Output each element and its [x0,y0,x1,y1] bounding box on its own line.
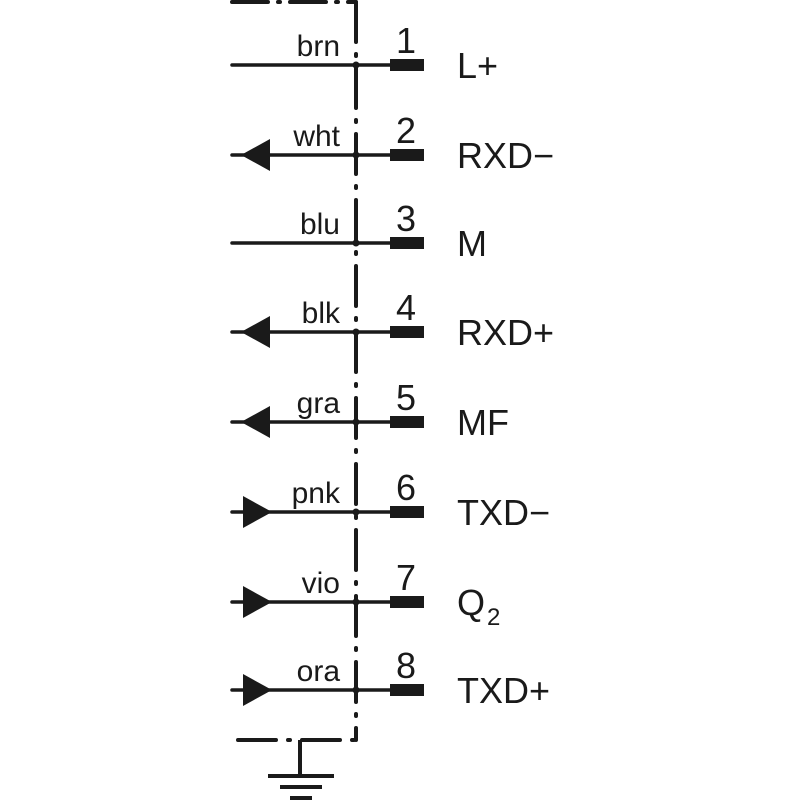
signal-name-text: RXD+ [457,312,554,353]
signal-name: RXD− [457,135,554,176]
pin-contact [390,506,424,518]
pin-number: 4 [396,287,416,328]
junction-dot [352,61,360,69]
signal-name: Q2 [457,582,500,631]
arrow-left-icon [241,406,270,438]
signal-name-text: MF [457,402,509,443]
pin-row-3: blu 3M [230,198,487,264]
signal-name-text: L+ [457,45,498,86]
junction-dot [352,151,360,159]
junction-dot [352,508,360,516]
pin-row-1: brn 1L+ [230,20,498,86]
pin-contact [390,326,424,338]
wire-color-label: wht [292,120,340,153]
pin-number: 7 [396,557,416,598]
wire-color-label: blk [302,297,341,330]
pin-contact [390,416,424,428]
signal-name: TXD+ [457,670,550,711]
wire-color-label: vio [302,567,340,600]
signal-subscript: 2 [487,604,500,631]
junction-dot [352,418,360,426]
ground-icon [268,740,334,800]
pin-contact [390,59,424,71]
wire-color-label: blu [300,208,340,241]
signal-name: L+ [457,45,498,86]
pin-contact [390,237,424,249]
wire-color-label: pnk [292,477,341,510]
wire-color-label: ora [297,655,341,688]
arrow-right-icon [243,674,272,706]
shield-boundary [230,0,358,742]
arrow-right-icon [243,586,272,618]
pin-number: 3 [396,198,416,239]
signal-name-text: Q [457,582,485,623]
arrow-right-icon [243,496,272,528]
pin-number: 5 [396,377,416,418]
pin-number: 1 [396,20,416,61]
pin-contact [390,596,424,608]
junction-dot [352,686,360,694]
pin-contact [390,149,424,161]
signal-name-text: TXD+ [457,670,550,711]
pin-number: 2 [396,110,416,151]
signal-name: MF [457,402,509,443]
pin-number: 6 [396,467,416,508]
signal-name-text: M [457,223,487,264]
junction-dot [352,328,360,336]
signal-name: TXD− [457,492,550,533]
signal-name-text: RXD− [457,135,554,176]
wire-color-label: gra [297,387,341,420]
pin-contact [390,684,424,696]
signal-name: RXD+ [457,312,554,353]
wire-color-label: brn [297,30,340,63]
pin-number: 8 [396,645,416,686]
signal-name: M [457,223,487,264]
junction-dot [352,598,360,606]
arrow-left-icon [241,316,270,348]
junction-dot [352,239,360,247]
arrow-left-icon [241,139,270,171]
pin-row-5: gra 5MF [230,377,509,443]
signal-name-text: TXD− [457,492,550,533]
